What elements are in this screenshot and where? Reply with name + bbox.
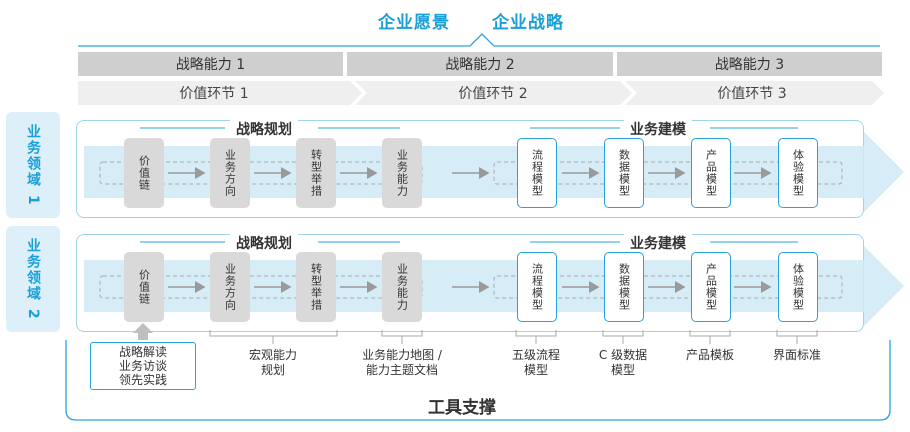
tool-line: 业务访谈 (118, 359, 167, 373)
section-business-modeling-1: 业务建模 (624, 119, 692, 139)
section-strategy-planning-1: 战略规划 (230, 119, 298, 139)
title-vision: 企业愿景 (378, 13, 450, 33)
tool-level5-process-model: 五级流程 模型 (496, 348, 576, 378)
node-experience-model: 体验模型 (778, 252, 818, 322)
domain-tab-2: 业务领域 2 (6, 226, 60, 332)
tool-line: 模型 (610, 363, 635, 377)
value-chain-2: 价值环节 2 (458, 86, 528, 102)
section-strategy-planning-2: 战略规划 (230, 233, 298, 253)
tool-strategy-inputs: 战略解读 业务访谈 领先实践 (90, 342, 196, 390)
tool-line: C 级数据 (598, 348, 648, 362)
node-product-model: 产品模型 (691, 252, 731, 322)
tool-line: 五级流程 (511, 348, 560, 362)
node-product-model: 产品模型 (691, 138, 731, 208)
tool-line: 模型 (523, 363, 548, 377)
tool-macro-capability-planning: 宏观能力 规划 (228, 348, 318, 378)
node-data-model: 数据模型 (604, 252, 644, 322)
tool-line: 业务能力地图 / (362, 348, 442, 362)
node-process-model: 流程模型 (517, 138, 557, 208)
node-data-model: 数据模型 (604, 138, 644, 208)
header-bracket (78, 33, 880, 47)
tool-support-label: 工具支撑 (428, 398, 496, 418)
domain-tab-1: 业务领域 1 (6, 112, 60, 218)
node-transformation-initiatives: 转型举措 (296, 252, 336, 322)
tool-capability-map: 业务能力地图 / 能力主题文档 (346, 348, 458, 378)
node-process-model: 流程模型 (517, 252, 557, 322)
node-business-capability: 业务能力 (382, 138, 422, 208)
tool-line: 战略解读 (118, 345, 167, 359)
tool-line: 规划 (260, 363, 285, 377)
node-value-chain: 价值链 (124, 138, 164, 208)
tool-line: 宏观能力 (248, 348, 297, 362)
tool-line: 产品模板 (685, 348, 734, 362)
tool-line: 领先实践 (118, 373, 167, 387)
node-value-chain: 价值链 (124, 252, 164, 322)
node-business-capability: 业务能力 (382, 252, 422, 322)
tool-product-template: 产品模板 (670, 348, 750, 363)
value-chain-3: 价值环节 3 (717, 86, 787, 102)
capability-bar-2: 战略能力 2 (347, 52, 613, 76)
node-business-direction: 业务方向 (210, 252, 250, 322)
tool-interface-standard: 界面标准 (757, 348, 837, 363)
node-experience-model: 体验模型 (778, 138, 818, 208)
capability-bar-1: 战略能力 1 (78, 52, 343, 76)
tool-line: 能力主题文档 (365, 363, 438, 377)
value-chain-1: 价值环节 1 (179, 86, 249, 102)
title-strategy: 企业战略 (492, 13, 564, 33)
section-business-modeling-2: 业务建模 (624, 233, 692, 253)
node-business-direction: 业务方向 (210, 138, 250, 208)
value-chain-arrows (78, 81, 884, 105)
tool-line: 界面标准 (772, 348, 821, 362)
node-transformation-initiatives: 转型举措 (296, 138, 336, 208)
capability-bar-3: 战略能力 3 (617, 52, 882, 76)
tool-c-level-data-model: C 级数据 模型 (583, 348, 663, 378)
